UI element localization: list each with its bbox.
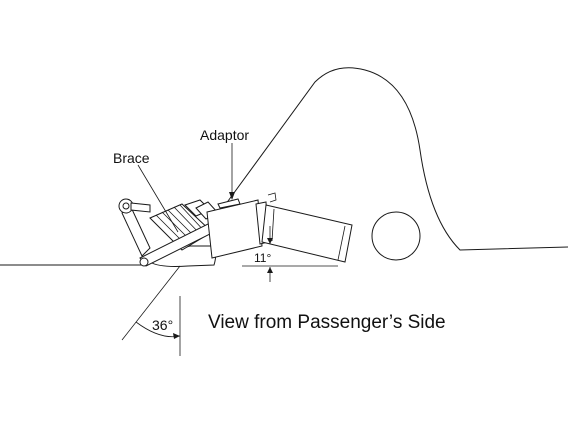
pivot-pin xyxy=(122,202,130,210)
adaptor-leader-arrow xyxy=(229,192,235,200)
adaptor-label: Adaptor xyxy=(200,127,249,143)
caption-view-from-passenger-side: View from Passenger’s Side xyxy=(208,312,446,333)
angle-36-arrow xyxy=(173,333,180,339)
pivot-rod xyxy=(130,202,151,213)
angle-36-label: 36° xyxy=(152,317,173,333)
receiver-tube xyxy=(261,204,353,263)
brace-label: Brace xyxy=(113,150,150,166)
brace-lower-pin xyxy=(139,257,149,267)
wheel-circle xyxy=(371,211,421,261)
angle-11-label: 11° xyxy=(254,251,271,265)
angle-11-arrows xyxy=(267,226,273,282)
angle-36-slant-line xyxy=(121,265,181,341)
brace-leader-line xyxy=(137,164,179,233)
vehicle-body-outline xyxy=(219,67,568,251)
